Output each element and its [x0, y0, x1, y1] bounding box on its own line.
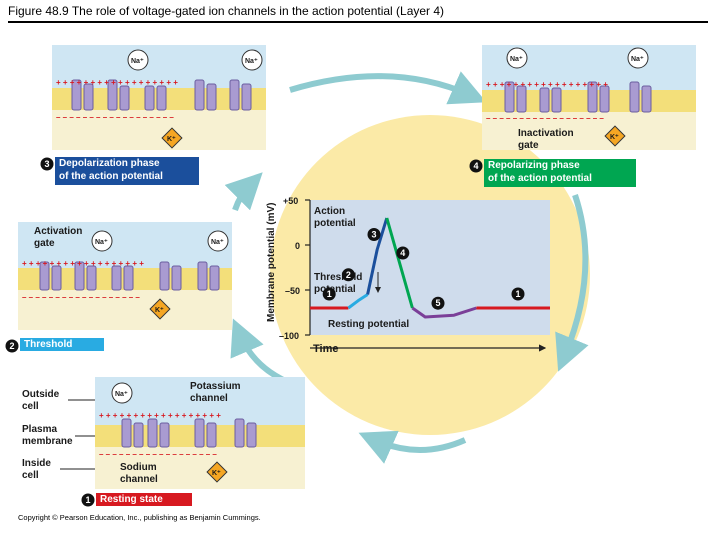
title-rule	[8, 21, 708, 23]
step-badge-s2	[5, 339, 19, 353]
step-badge-label-s4: 4	[473, 161, 478, 171]
graph-axes	[305, 199, 547, 352]
curve-segment-phase-4-3	[385, 217, 414, 309]
step4-caption: Repolarizing phase of the action potenti…	[484, 159, 636, 187]
panel2-minus-row: – – – – – – – – – – – – – – – – – –	[22, 293, 140, 302]
figure-title: Figure 48.9 The role of voltage-gated io…	[8, 4, 445, 18]
inside-cell-label-1: Inside	[22, 458, 51, 469]
panel4-minus-row: – – – – – – – – – – – – – – – – – –	[486, 114, 604, 123]
step-badge-label-s3: 3	[44, 159, 49, 169]
ytick-minus50: –50	[285, 286, 300, 296]
cycle-arrow-top	[289, 71, 487, 105]
potassium-channel-label-1: Potassium	[190, 381, 241, 392]
inactivation-gate-label-2: gate	[518, 140, 539, 151]
ytick-plus50: +50	[283, 196, 298, 206]
ytick-0: 0	[295, 241, 300, 251]
annotation-action-potential-1: Action	[314, 206, 345, 217]
step-badge-label-s1: 1	[85, 495, 90, 505]
panel2-na-left: Na⁺	[95, 239, 108, 246]
step4-caption-line1: Repolarizing phase	[488, 160, 580, 171]
panel1-na: Na⁺	[115, 391, 128, 398]
phase-marker-label-1: 2	[346, 270, 351, 280]
step3-caption-line2: of the action potential	[59, 171, 163, 182]
outside-cell-label-2: cell	[22, 401, 39, 412]
cycle-arrow-bottom	[358, 430, 467, 464]
sodium-channel-label-2: channel	[120, 474, 158, 485]
outside-cell-label-1: Outside	[22, 389, 60, 400]
panel2-k: K⁺	[155, 307, 164, 314]
phase-marker-badge-0	[322, 287, 336, 301]
panel3-na-right: Na⁺	[245, 58, 258, 65]
graph-curve	[310, 217, 550, 319]
step-badge-s3	[40, 157, 54, 171]
panel3-minus-row: – – – – – – – – – – – – – – – – – –	[56, 113, 174, 122]
panel1-plus-row: + + + + + + + + + + + + + + + + + +	[99, 411, 221, 420]
curve-segment-phase-2-1	[347, 293, 369, 310]
inside-cell-label-2: cell	[22, 470, 39, 481]
cycle-arrow-left-upper	[224, 172, 263, 211]
panel2-na-right: Na⁺	[211, 239, 224, 246]
panel4-k: K⁺	[610, 134, 619, 141]
graph-plot-area	[310, 200, 550, 335]
panel3-plus-row: + + + + + + + + + + + + + + + + + +	[56, 78, 178, 87]
plasma-membrane-label-2: membrane	[22, 436, 73, 447]
annotation-threshold-2: potential	[314, 284, 356, 295]
panel-repolarizing	[482, 45, 696, 150]
step-badge-s4	[469, 159, 483, 173]
x-axis-label: Time	[313, 343, 338, 355]
plasma-membrane-label-1: Plasma	[22, 424, 57, 435]
ytick-minus100: –100	[279, 331, 299, 341]
annotation-action-potential-2: potential	[314, 218, 356, 229]
panel1-minus-row: – – – – – – – – – – – – – – – – – –	[99, 450, 217, 459]
panel3-na-left: Na⁺	[131, 58, 144, 65]
phase-marker-label-2: 3	[371, 230, 376, 240]
panel-depolarization	[52, 45, 266, 150]
inactivation-gate-label-1: Inactivation	[518, 128, 574, 139]
phase-marker-badge-1	[341, 268, 355, 282]
phase-marker-label-4: 5	[435, 298, 440, 308]
step1-caption: Resting state	[96, 493, 192, 506]
panel4-plus-row: + + + + + + + + + + + + + + + + + +	[486, 80, 608, 89]
panel1-k: K⁺	[212, 470, 221, 477]
panel-threshold	[18, 222, 232, 330]
phase-marker-label-0: 1	[327, 289, 332, 299]
phase-marker-label-3: 4	[400, 248, 405, 258]
phase-markers: 1 2 3 4 5 1	[322, 228, 525, 310]
panel4-na-left: Na⁺	[510, 56, 523, 63]
step3-caption: Depolarization phase of the action poten…	[55, 157, 199, 185]
step2-caption: Threshold	[20, 338, 104, 351]
panel-resting	[95, 377, 305, 489]
cycle-arrow-right	[555, 194, 589, 372]
activation-gate-label-1: Activation	[34, 226, 82, 237]
sodium-channel-label-1: Sodium	[120, 462, 157, 473]
panel4-na-right: Na⁺	[631, 56, 644, 63]
panel2-plus-row: + + + + + + + + + + + + + + + + + +	[22, 259, 144, 268]
copyright-notice: Copyright © Pearson Education, Inc., pub…	[18, 513, 261, 522]
potassium-channel-label-2: channel	[190, 393, 228, 404]
annotation-threshold-1: Threshold	[314, 272, 362, 283]
curve-segment-phase-5-4	[411, 306, 477, 319]
step-badge-label-s2: 2	[9, 341, 14, 351]
activation-gate-label-2: gate	[34, 238, 55, 249]
phase-marker-label-5: 1	[515, 289, 520, 299]
panel3-k: K⁺	[167, 136, 176, 143]
y-axis-label: Membrane potential (mV)	[266, 203, 277, 322]
annotation-resting: Resting potential	[328, 319, 409, 330]
phase-marker-badge-5	[511, 287, 525, 301]
phase-marker-badge-3	[396, 246, 410, 260]
phase-marker-badge-2	[367, 228, 381, 241]
step-badge-s1	[81, 493, 95, 507]
phase-marker-badge-4	[431, 296, 445, 310]
step4-caption-line2: of the action potential	[488, 173, 592, 184]
step3-caption-line1: Depolarization phase	[59, 158, 160, 169]
curve-segment-phase-3-2	[366, 217, 389, 295]
